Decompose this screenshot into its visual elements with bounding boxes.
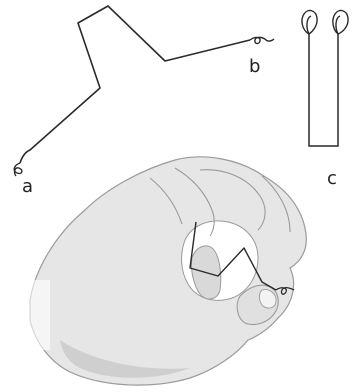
wrist-fade <box>20 280 50 350</box>
label-b: b <box>249 56 260 77</box>
wire-c-loop-left <box>302 11 317 34</box>
wire-c-path <box>309 34 338 146</box>
hand <box>20 157 306 385</box>
label-a: a <box>22 176 33 197</box>
wire-c-loop-right <box>333 11 348 34</box>
wire-end-a-curl <box>14 163 22 176</box>
wire-c-hairpin <box>302 11 348 146</box>
wire-end-b-curl <box>250 37 274 43</box>
wire-ab <box>14 6 274 176</box>
wire-ab-path <box>20 6 250 163</box>
label-c: c <box>327 168 337 189</box>
